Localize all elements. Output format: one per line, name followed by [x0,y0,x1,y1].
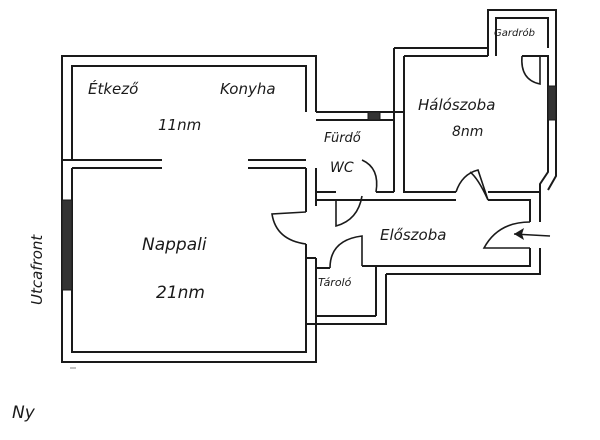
room-label-storage: Tároló [318,276,352,289]
hallway-walls [305,192,541,352]
room-label-kitchen: Konyha [220,80,276,98]
bedroom-window [547,85,557,121]
compass-label: Ny [12,403,36,423]
bathroom-walls [316,111,405,201]
entrance-arrow-icon [513,228,551,240]
bathroom-window [367,111,381,121]
room-label-bedroom: Hálószoba [418,96,495,114]
room-label-hall: Előszoba [380,226,446,244]
living-room-walls [61,160,317,363]
street-front-label: Utcafront [28,234,46,305]
room-label-living: Nappali [142,235,207,255]
bedroom-walls [393,47,557,193]
room-label-dining: Étkező [88,79,139,98]
wardrobe-walls [487,9,557,56]
doors [271,55,541,269]
kitchen-dining-walls [61,55,317,169]
room-area-bedroom: 8nm [452,124,483,140]
room-area-kitchen: 11nm [158,116,201,134]
room-label-wardrobe: Gardrób [494,27,535,39]
room-area-living: 21nm [156,283,205,303]
street-window [61,199,73,291]
room-label-wc: WC [330,160,354,176]
room-label-bathroom: Fürdő [324,131,362,146]
